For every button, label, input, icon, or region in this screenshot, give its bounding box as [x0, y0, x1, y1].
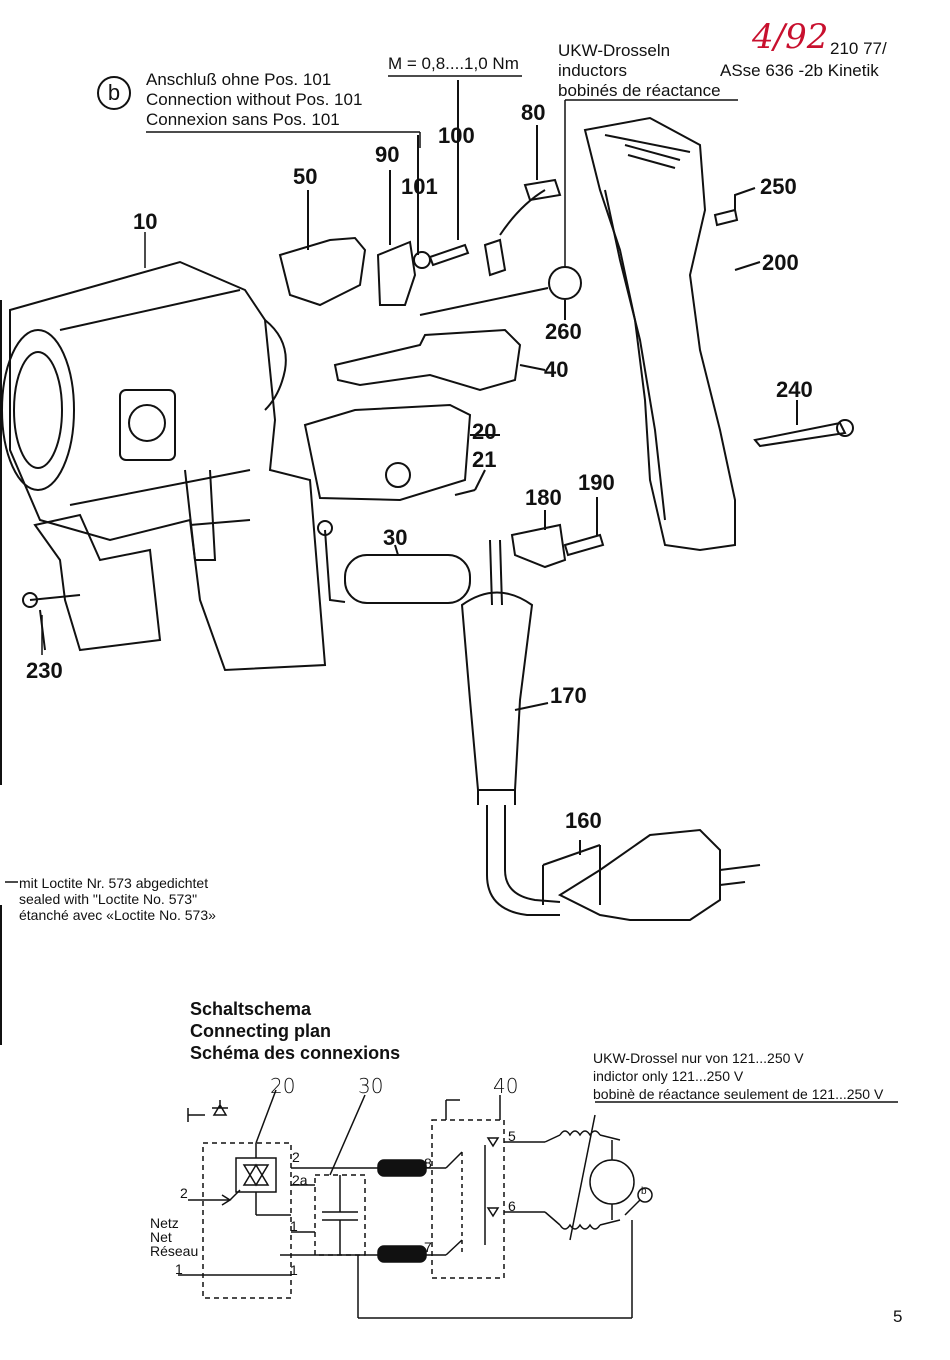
- inductors-label-de: UKW-Drosseln: [558, 41, 671, 60]
- terminal-5: 5: [508, 1128, 516, 1144]
- schematic-label-20: 20: [270, 1074, 296, 1098]
- terminal-1-lower: 1: [290, 1262, 298, 1278]
- mains-label-fr: Réseau: [150, 1243, 199, 1259]
- part-label-200: 200: [762, 250, 799, 275]
- part-label-230: 230: [26, 658, 63, 683]
- mains-terminal-1: 1: [175, 1261, 183, 1277]
- spring-part-260: [419, 266, 582, 320]
- part-label-250: 250: [760, 174, 797, 199]
- terminal-1-upper: 1: [290, 1218, 298, 1234]
- torque-spec: M = 0,8....1,0 Nm: [388, 54, 519, 73]
- terminal-2: 2: [292, 1149, 300, 1165]
- bracket-part-90: [376, 170, 417, 306]
- electronic-part-20: [303, 403, 500, 502]
- terminal-8: 8: [424, 1155, 432, 1171]
- capacitor-part-30: [317, 520, 471, 604]
- terminal-2a: 2a: [292, 1172, 308, 1188]
- part-label-90: 90: [375, 142, 400, 167]
- cover-part-230: [22, 513, 162, 652]
- housing-part-10: [1, 260, 327, 672]
- part-label-10: 10: [133, 209, 158, 234]
- part-label-101: 101: [401, 174, 438, 199]
- terminal-6: 6: [508, 1198, 516, 1214]
- part-label-240: 240: [776, 377, 813, 402]
- screw-part-250: [713, 187, 756, 227]
- mains-label-de: Netz: [150, 1215, 179, 1231]
- schematic-note-b: b: [641, 1186, 647, 1197]
- terminal-7: 7: [424, 1239, 432, 1255]
- note-b-de: Anschluß ohne Pos. 101: [146, 70, 332, 89]
- schematic-title-de: Schaltschema: [190, 999, 312, 1019]
- screw-part-100: [428, 80, 470, 267]
- mains-terminal-2: 2: [180, 1185, 188, 1201]
- screw-part-190: [563, 497, 605, 557]
- loctite-note-de: mit Loctite Nr. 573 abgedichtet: [19, 875, 209, 891]
- note-b-badge: b: [97, 76, 131, 110]
- part-label-260: 260: [545, 319, 582, 344]
- switch-part-50: [278, 190, 367, 307]
- inductor-note-de: UKW-Drossel nur von 121...250 V: [593, 1050, 804, 1066]
- page-number: 5: [893, 1307, 903, 1326]
- part-label-21: 21: [472, 447, 497, 472]
- part-label-170: 170: [550, 683, 587, 708]
- model-designation: ASse 636 -2b Kinetik: [720, 61, 879, 80]
- switch-part-40: [333, 328, 546, 392]
- part-label-20: 20: [472, 419, 497, 444]
- handwritten-date: 4/92: [752, 17, 829, 57]
- handle-part-200: [583, 116, 761, 552]
- mains-label-en: Net: [150, 1229, 172, 1245]
- screw-part-101: [413, 135, 431, 269]
- screw-part-240: [753, 400, 854, 448]
- inductor-note-en: indictor only 121...250 V: [593, 1068, 744, 1084]
- inductor-note-fr: bobinè de réactance seulement de 121...2…: [593, 1086, 884, 1102]
- document-number: 210 77/: [830, 39, 887, 58]
- cable-sleeve-part-170: [460, 539, 561, 916]
- part-label-160: 160: [565, 808, 602, 833]
- part-label-180: 180: [525, 485, 562, 510]
- part-label-40: 40: [544, 357, 569, 382]
- schematic-title-en: Connecting plan: [190, 1021, 331, 1041]
- loctite-note-en: sealed with "Loctite No. 573": [19, 891, 198, 907]
- part-label-50: 50: [293, 164, 318, 189]
- schematic-label-40: 40: [493, 1074, 519, 1098]
- connection-schematic: [178, 1089, 898, 1319]
- part-label-100: 100: [438, 123, 475, 148]
- part-label-80: 80: [521, 100, 546, 125]
- schematic-title-fr: Schéma des connexions: [190, 1043, 401, 1063]
- schematic-label-30: 30: [358, 1074, 384, 1098]
- inductors-label-en: inductors: [558, 61, 627, 80]
- part-label-30: 30: [383, 525, 408, 550]
- clamp-part-180: [510, 510, 567, 569]
- inductors-label-fr: bobinés de réactance: [558, 81, 721, 100]
- note-b-fr: Connexion sans Pos. 101: [146, 110, 340, 129]
- plug-part-160: [542, 828, 761, 921]
- part-label-190: 190: [578, 470, 615, 495]
- loctite-note-fr: étanché avec «Loctite No. 573»: [19, 907, 216, 923]
- note-b-en: Connection without Pos. 101: [146, 90, 363, 109]
- brush-part-80: [483, 125, 562, 277]
